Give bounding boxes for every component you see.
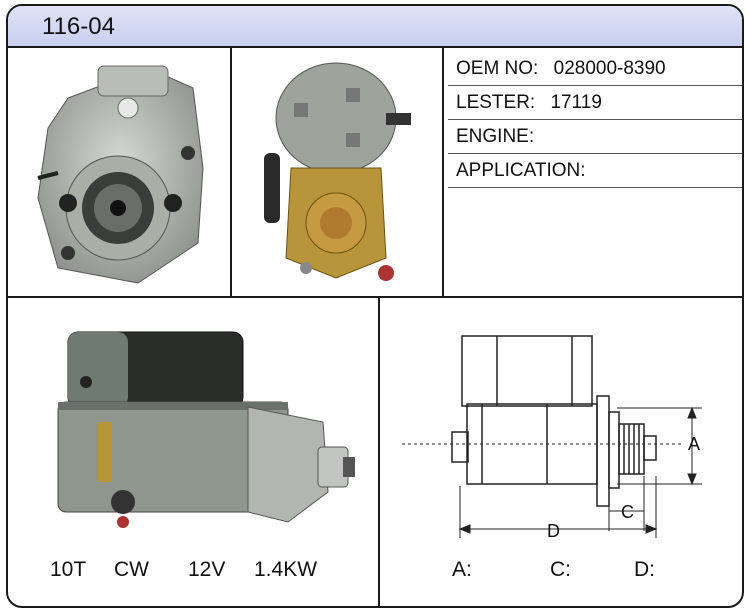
starter-front-photo <box>37 65 204 284</box>
spec-oem-label: OEM NO: <box>456 58 539 79</box>
dim-label-a: A: <box>452 558 472 581</box>
part-number-title: 116-04 <box>42 13 115 40</box>
starter-rear-photo <box>264 62 411 281</box>
spec-engine: ENGINE: <box>448 120 742 154</box>
dim-label-c: C: <box>550 558 571 581</box>
product-card: 116-04 OEM NO: 028000-8390 LESTER: 17119… <box>6 4 744 608</box>
header-bar: 116-04 <box>8 6 742 48</box>
spec-oem: OEM NO: 028000-8390 <box>448 52 742 86</box>
dimension-drawing: A C D <box>402 335 702 541</box>
starter-side-photo <box>57 331 355 528</box>
dim-mark-d: D <box>547 521 560 541</box>
spec-application-label: APPLICATION: <box>456 160 586 181</box>
rating-teeth: 10T <box>50 558 87 581</box>
rating-power: 1.4KW <box>254 558 318 581</box>
divider-v-top-1 <box>230 46 232 296</box>
spec-engine-label: ENGINE: <box>456 126 535 147</box>
divider-v-bottom <box>378 296 380 606</box>
divider-h-middle <box>8 296 742 298</box>
spec-oem-value: 028000-8390 <box>553 58 666 79</box>
rating-rotation: CW <box>114 558 149 581</box>
dim-mark-c: C <box>621 502 634 522</box>
rating-voltage: 12V <box>188 558 226 581</box>
spec-lester-label: LESTER: <box>456 92 536 113</box>
dim-mark-a: A <box>688 434 700 454</box>
spec-lester: LESTER: 17119 <box>448 86 742 120</box>
spec-lester-value: 17119 <box>550 92 602 113</box>
divider-v-top-2 <box>442 46 444 296</box>
dim-label-d: D: <box>634 558 655 581</box>
spec-application: APPLICATION: <box>448 154 742 188</box>
